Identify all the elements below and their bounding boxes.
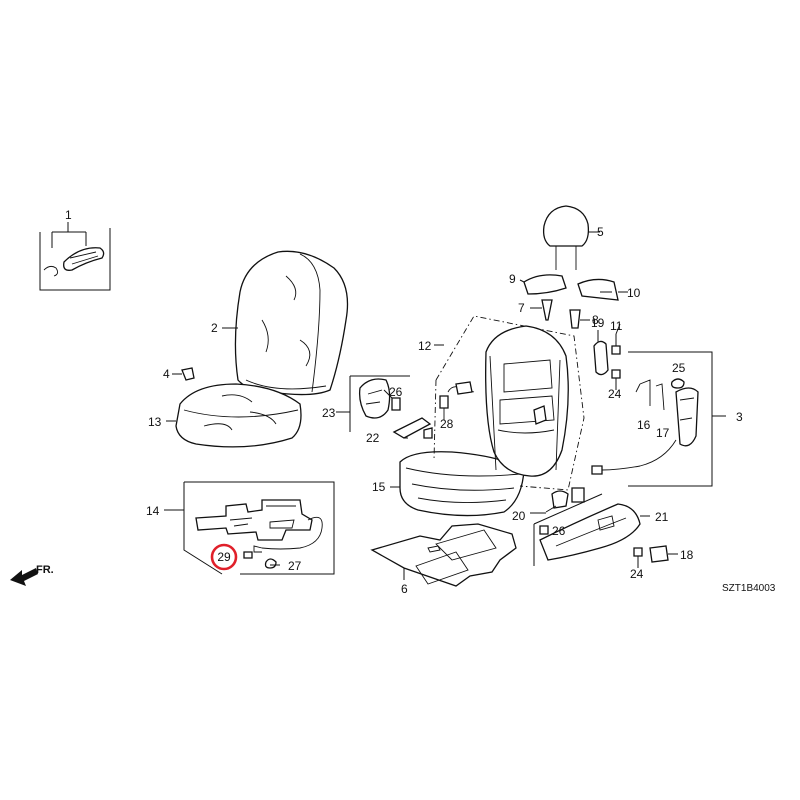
callout-22: 22 — [366, 431, 380, 445]
callout-21: 21 — [655, 510, 669, 524]
callout-27: 27 — [288, 559, 302, 573]
callout-20: 20 — [512, 509, 526, 523]
part-13-cushion-cover — [175, 383, 302, 448]
part-20-switch — [545, 487, 585, 513]
callout-2: 2 — [211, 321, 218, 335]
part-26-lower-clip — [539, 525, 549, 535]
callout-5: 5 — [597, 225, 604, 239]
callout-19: 19 — [591, 316, 605, 330]
callout-18: 18 — [680, 548, 694, 562]
part-24-screw-lower — [633, 547, 643, 568]
part-24-screw-upper — [611, 369, 621, 390]
callout-4: 4 — [163, 367, 170, 381]
callout-17: 17 — [656, 426, 670, 440]
callout-8: 8 — [592, 313, 599, 327]
callout-14: 14 — [146, 504, 160, 518]
callout-3: 3 — [736, 410, 743, 424]
highlighted-callout-29[interactable]: 29 — [210, 543, 238, 571]
part-12-seatback-frame — [433, 315, 585, 491]
callout-13: 13 — [148, 415, 162, 429]
callout-15: 15 — [372, 480, 386, 494]
part-22-lever — [392, 417, 433, 439]
callout-26-b: 26 — [552, 524, 566, 538]
part-16-17-clips — [635, 379, 665, 411]
part-2-seatback-cover — [234, 250, 349, 396]
callout-10: 10 — [627, 286, 641, 300]
callout-7: 7 — [518, 301, 525, 315]
callout-labels: 1 2 3 4 5 6 7 8 9 10 11 12 13 14 15 16 1… — [65, 208, 743, 596]
leader-lines — [164, 291, 621, 566]
direction-label: FR. — [36, 564, 54, 576]
part-4-bolt — [172, 367, 195, 381]
callout-1: 1 — [65, 208, 72, 222]
part-18-cover — [649, 545, 678, 563]
part-7-8-bolts — [530, 299, 590, 329]
callout-24-a: 24 — [608, 387, 622, 401]
part-6-seat-mat — [370, 523, 517, 587]
callout-12: 12 — [418, 339, 432, 353]
part-1-clip-set — [39, 222, 111, 291]
callout-25: 25 — [672, 361, 686, 375]
callout-16: 16 — [637, 418, 651, 432]
part-14-heater-assembly — [183, 481, 335, 575]
part-5-headrest — [542, 205, 600, 270]
callout-11: 11 — [610, 319, 623, 333]
callout-9: 9 — [509, 272, 516, 286]
part-23-recliner-cover — [349, 375, 410, 432]
callout-26-a: 26 — [389, 385, 403, 399]
part-3-side-airbag — [591, 351, 726, 487]
part-28-harness-clip — [439, 381, 475, 420]
callout-23: 23 — [322, 406, 336, 420]
diagram-code: SZT1B4003 — [722, 583, 776, 594]
callout-6: 6 — [401, 582, 408, 596]
callout-29: 29 — [217, 550, 231, 564]
front-direction-arrow: FR. — [10, 564, 54, 586]
part-21-side-trim — [533, 493, 650, 566]
callout-28: 28 — [440, 417, 454, 431]
part-15-cushion-foam — [399, 451, 525, 517]
part-9-10-headrest-guides — [519, 274, 628, 301]
part-19-11-bracket — [593, 330, 621, 376]
callout-24-b: 24 — [630, 567, 644, 581]
